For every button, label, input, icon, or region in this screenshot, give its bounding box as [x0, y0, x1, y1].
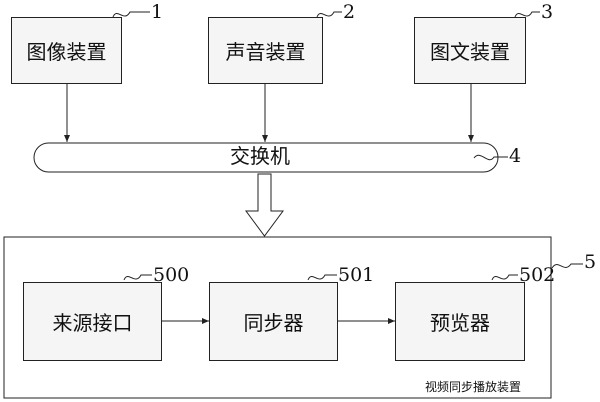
leader-502 — [491, 274, 518, 281]
sync-player-frame — [3, 236, 552, 399]
image-device-box: 图像装置 — [11, 17, 122, 84]
previewer-box: 预览器 — [395, 282, 525, 361]
sound-device-box: 声音装置 — [208, 17, 323, 84]
source-interface-label: 来源接口 — [52, 311, 133, 335]
ref-5: 5 — [584, 251, 597, 273]
source-interface-box: 来源接口 — [23, 282, 162, 361]
hollow-down-arrow — [245, 173, 284, 237]
text-device-label: 图文装置 — [430, 40, 510, 64]
ref-501: 501 — [338, 264, 375, 286]
synchronizer-label: 同步器 — [243, 311, 304, 335]
previewer-label: 预览器 — [430, 311, 490, 335]
ref-4: 4 — [509, 145, 522, 167]
ref-2: 2 — [343, 1, 356, 23]
synchronizer-box: 同步器 — [209, 282, 338, 361]
ref-500: 500 — [153, 264, 190, 286]
sync-player-caption: 视频同步播放装置 — [425, 380, 522, 394]
ref-1: 1 — [151, 1, 164, 23]
leader-5 — [551, 263, 583, 269]
leader-3 — [514, 11, 540, 18]
leader-4 — [473, 154, 508, 161]
sound-device-label: 声音装置 — [225, 40, 306, 64]
text-device-box: 图文装置 — [414, 17, 526, 84]
ref-3: 3 — [541, 1, 554, 23]
image-device-label: 图像装置 — [26, 40, 107, 64]
ref-502: 502 — [519, 264, 556, 286]
leader-2 — [316, 11, 342, 18]
switch-label: 交换机 — [230, 144, 290, 168]
leader-1 — [112, 11, 150, 18]
leader-501 — [307, 274, 337, 281]
leader-500 — [123, 274, 152, 281]
